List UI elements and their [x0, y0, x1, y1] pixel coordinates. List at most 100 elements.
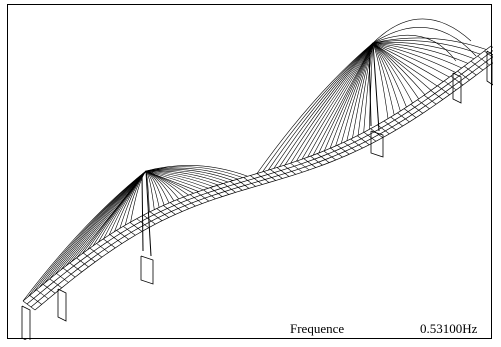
deck-cross-member [22, 300, 36, 311]
deck-cross-member [176, 199, 189, 209]
stay-cable [296, 42, 374, 162]
deck-cross-member [316, 153, 330, 163]
deck-cross-member [62, 267, 76, 278]
deck-cross-member [337, 145, 350, 155]
deck-cross-member [417, 99, 430, 110]
tower-left-leg [145, 170, 152, 257]
deck-cross-member [397, 112, 410, 123]
deck-cross-member [350, 138, 363, 149]
stay-cable [145, 170, 224, 184]
stay-cable [372, 42, 395, 115]
stay-cable [256, 42, 374, 174]
stay-cable [372, 42, 401, 112]
figure-frame: Frequence 0.53100Hz [7, 4, 493, 340]
deck-cross-member [123, 226, 136, 236]
stay-cable [352, 42, 374, 139]
frequency-label: Frequence [290, 321, 345, 336]
stay-cable [145, 166, 243, 178]
stay-cable [145, 170, 204, 191]
stay-cable [346, 42, 374, 141]
deck-cross-member [196, 191, 210, 202]
deck-cross-member [49, 278, 62, 289]
stay-cable [60, 170, 147, 271]
stay-cable [335, 42, 374, 147]
stay-cable [357, 42, 374, 136]
stay-cable [329, 42, 374, 149]
deck-cross-member [283, 165, 296, 175]
deck-cross-member [263, 171, 276, 181]
deck-cross-member [183, 196, 196, 207]
deck-cross-member [243, 177, 256, 187]
deck-cross-member [42, 284, 56, 294]
deck-cross-member [270, 169, 283, 179]
deck-cross-member [29, 295, 42, 305]
pier [486, 50, 493, 86]
deck-cross-member [290, 162, 303, 173]
deck-cross-member [82, 252, 96, 263]
deck-cross-member [330, 147, 343, 158]
stay-cable [340, 42, 374, 144]
stay-cable [130, 170, 147, 223]
stay-cable-arc [372, 26, 477, 57]
deck-cross-member [444, 80, 457, 91]
stay-cable [372, 42, 456, 73]
deck-cross-member [76, 257, 89, 268]
deck-cross-member [36, 289, 49, 300]
deck-cross-member [323, 150, 337, 161]
deck-cross-member [437, 85, 450, 96]
deck-cross-member [423, 94, 437, 105]
deck-cross-member [69, 262, 82, 273]
stay-cable [372, 42, 389, 119]
deck-cross-member [250, 175, 263, 185]
deck-cross-member [464, 65, 477, 76]
frequency-value: 0.53100Hz [420, 321, 478, 336]
deck-cross-member [310, 155, 323, 166]
pier [57, 288, 67, 322]
deck-cross-member [116, 230, 129, 240]
stay-cable [262, 42, 374, 173]
stay-cable [372, 41, 475, 60]
bridge-mode-shape-drawing [21, 18, 493, 340]
stay-cable [279, 42, 374, 167]
stay-cable [372, 42, 438, 87]
pier [21, 305, 31, 340]
deck-cross-member [484, 50, 493, 58]
stay-cable [372, 42, 450, 78]
deck-cross-member [403, 108, 417, 118]
deck-cross-member [103, 238, 116, 249]
deck-cross-member [230, 181, 243, 191]
deck-cross-member [109, 234, 123, 244]
stay-cable [145, 170, 209, 189]
deck-cross-member [163, 205, 176, 215]
stay-cable [55, 170, 147, 275]
deck-cross-member [357, 135, 370, 145]
deck-line [34, 62, 493, 311]
deck-cross-member [149, 211, 163, 222]
deck-cross-member [256, 173, 270, 183]
deck-cross-member [89, 247, 103, 258]
stay-cable [145, 170, 214, 187]
deck-cross-member [210, 187, 223, 197]
stay-cable [145, 169, 229, 183]
stay-cable [284, 42, 374, 166]
deck-cross-member [343, 141, 357, 152]
stay-cable [267, 42, 374, 171]
stay-cable [369, 42, 374, 130]
deck-cross-member [383, 120, 397, 131]
pier [452, 72, 462, 104]
deck-cross-member [377, 124, 390, 135]
stay-cable [145, 170, 150, 213]
pier [370, 130, 384, 158]
stay-cable [372, 40, 481, 55]
deck-line [26, 50, 493, 305]
deck-line [30, 56, 493, 308]
stay-cable-arc [372, 18, 472, 44]
stay-cable [145, 170, 155, 210]
stay-cable [312, 42, 374, 156]
deck-cross-member [96, 243, 109, 253]
stay-cable [372, 42, 426, 95]
stay-cable [372, 37, 487, 50]
deck-cross-member [276, 167, 290, 177]
deck-cross-member [303, 158, 316, 168]
deck-cross-member [169, 202, 183, 212]
